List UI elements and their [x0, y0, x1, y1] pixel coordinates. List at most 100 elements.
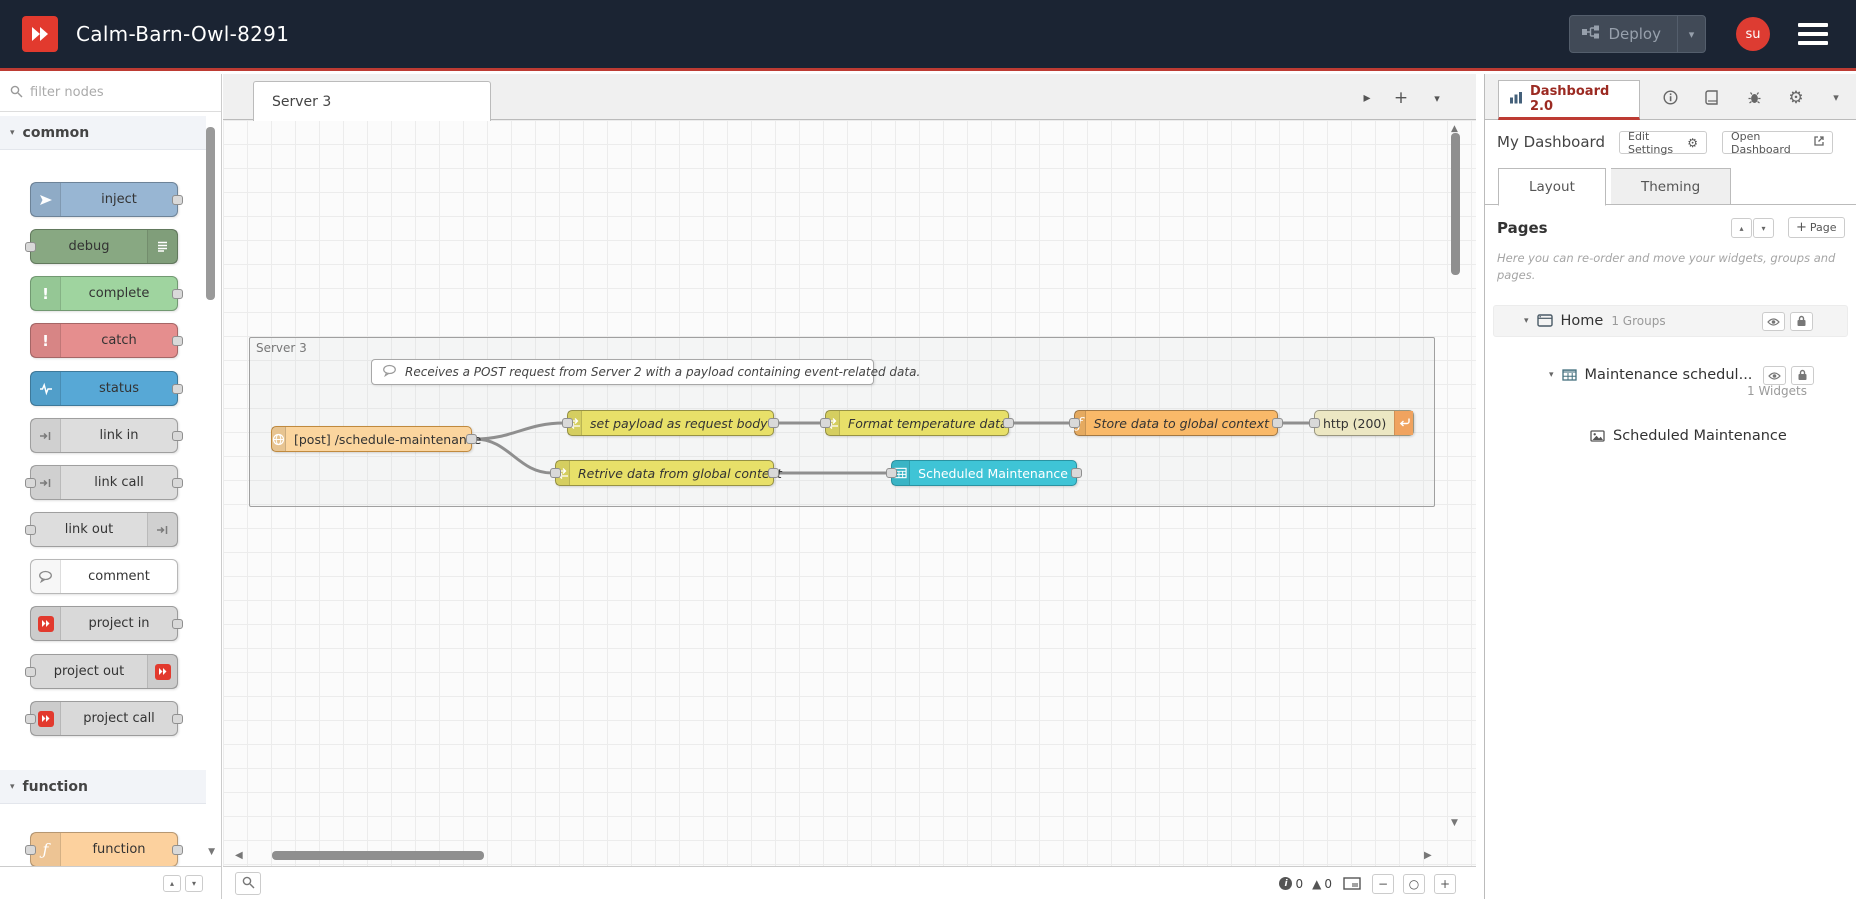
flow-node-change-set-payload[interactable]: set payload as request body — [562, 410, 779, 436]
deploy-button[interactable]: Deploy ▾ — [1569, 15, 1706, 53]
move-page-down-button[interactable]: ▾ — [1753, 218, 1774, 238]
scroll-down-icon[interactable]: ▼ — [1451, 818, 1458, 828]
tab-layout[interactable]: Layout — [1498, 168, 1606, 206]
config-gear-tab-button[interactable]: ⚙ — [1788, 87, 1804, 108]
flow-node-change-format-temperature[interactable]: Format temperature data. — [820, 410, 1014, 436]
palette-node-inject[interactable]: inject — [30, 182, 183, 217]
output-port[interactable] — [172, 618, 183, 629]
output-port[interactable] — [768, 418, 779, 428]
input-port[interactable] — [550, 468, 561, 478]
debug-bug-tab-button[interactable] — [1739, 84, 1769, 111]
flow-list-button[interactable]: ▾ — [1434, 91, 1440, 105]
chevron-down-icon[interactable]: ▾ — [1549, 370, 1554, 380]
palette-scrollbar-thumb[interactable] — [206, 127, 215, 300]
input-port[interactable] — [25, 713, 36, 724]
comment-node[interactable]: Receives a POST request from Server 2 wi… — [371, 359, 920, 385]
output-port[interactable] — [1071, 468, 1082, 478]
palette-node-complete[interactable]: ! complete — [30, 276, 183, 311]
open-dashboard-button[interactable]: Open Dashboard — [1722, 130, 1833, 156]
input-port[interactable] — [886, 468, 897, 478]
canvas-hscrollbar-thumb[interactable] — [272, 851, 484, 860]
tree-row-page-home[interactable]: ▾ Home 1 Groups — [1493, 305, 1848, 337]
deploy-options-caret[interactable]: ▾ — [1677, 16, 1705, 52]
tab-scroll-right-button[interactable]: ▸ — [1363, 90, 1371, 106]
output-port[interactable] — [172, 430, 183, 441]
zoom-reset-button[interactable]: ○ — [1403, 873, 1425, 894]
toggle-visibility-button[interactable] — [1763, 365, 1786, 385]
input-port[interactable] — [820, 418, 831, 428]
flow-node-ui-table[interactable]: Scheduled Maintenance — [886, 460, 1082, 486]
sidebar-splitter[interactable] — [1476, 74, 1484, 899]
input-port[interactable] — [562, 418, 573, 428]
palette-category-function[interactable]: ▾ function — [0, 770, 206, 804]
tree-row-group-maintenance[interactable]: ▾ Maintenance schedul... — [1493, 359, 1848, 391]
output-port[interactable] — [172, 844, 183, 855]
palette-node-project-in[interactable]: project in — [30, 606, 183, 641]
palette-collapse-up-button[interactable]: ▴ — [163, 875, 181, 892]
zoom-in-button[interactable]: + — [1434, 873, 1456, 894]
output-port[interactable] — [172, 194, 183, 205]
help-book-tab-button[interactable] — [1697, 84, 1727, 111]
tree-row-widget-scheduled-maintenance[interactable]: Scheduled Maintenance — [1493, 420, 1848, 452]
tab-dashboard-2[interactable]: Dashboard 2.0 — [1498, 80, 1640, 120]
palette-node-project-out[interactable]: project out — [25, 654, 178, 689]
tab-theming[interactable]: Theming — [1611, 168, 1732, 205]
input-port[interactable] — [25, 666, 36, 677]
palette-node-debug[interactable]: debug — [25, 229, 178, 264]
palette-node-link-call[interactable]: link call — [25, 465, 183, 500]
output-port[interactable] — [768, 468, 779, 478]
output-port[interactable] — [1003, 418, 1014, 428]
info-count[interactable]: i 0 — [1279, 877, 1303, 891]
palette-node-project-call[interactable]: project call — [25, 701, 183, 736]
scroll-left-icon[interactable]: ◀ — [235, 850, 243, 861]
zoom-out-button[interactable]: − — [1372, 873, 1394, 894]
palette-node-comment[interactable]: comment — [30, 559, 178, 594]
scroll-up-icon[interactable]: ▲ — [1451, 124, 1458, 134]
input-port[interactable] — [25, 477, 36, 488]
chevron-down-icon[interactable]: ▾ — [1524, 316, 1529, 326]
info-tab-button[interactable] — [1655, 84, 1685, 111]
canvas-vscrollbar-thumb[interactable] — [1451, 133, 1460, 275]
add-page-button[interactable]: + Page — [1788, 217, 1845, 238]
palette-collapse-down-button[interactable]: ▾ — [185, 875, 203, 892]
input-port[interactable] — [25, 524, 36, 535]
flow-canvas[interactable]: Server 3 Receives a POST request from Se… — [223, 120, 1476, 866]
edit-settings-button[interactable]: Edit Settings ⚙ — [1619, 130, 1707, 156]
flow-node-http-in[interactable]: [post] /schedule-maintenance — [271, 426, 481, 452]
palette-search-input[interactable] — [30, 85, 180, 100]
palette-category-common[interactable]: ▾ common — [0, 116, 206, 150]
output-port[interactable] — [1272, 418, 1283, 428]
output-port[interactable] — [172, 713, 183, 724]
palette-node-link-in[interactable]: link in — [30, 418, 183, 453]
sidebar-menu-caret[interactable]: ▾ — [1833, 91, 1839, 104]
palette-node-function[interactable]: ƒ function — [25, 832, 183, 867]
toggle-lock-button[interactable] — [1791, 365, 1814, 385]
canvas-search-button[interactable] — [235, 872, 261, 895]
input-port[interactable] — [25, 844, 36, 855]
output-port[interactable] — [172, 383, 183, 394]
input-port[interactable] — [25, 241, 36, 252]
add-flow-button[interactable]: + — [1388, 86, 1414, 110]
tab-server-3[interactable]: Server 3 — [253, 81, 491, 121]
palette-node-catch[interactable]: ! catch — [30, 323, 183, 358]
user-avatar[interactable]: su — [1736, 17, 1770, 51]
minimap-toggle-button[interactable] — [1341, 873, 1363, 894]
flow-node-change-retrieve-global[interactable]: Retrive data from global context — [550, 460, 782, 486]
toggle-lock-button[interactable] — [1790, 311, 1813, 331]
main-menu-button[interactable] — [1796, 21, 1830, 47]
input-port[interactable] — [1069, 418, 1080, 428]
output-port[interactable] — [172, 477, 183, 488]
palette-search[interactable] — [0, 74, 221, 112]
move-page-up-button[interactable]: ▴ — [1731, 218, 1752, 238]
toggle-visibility-button[interactable] — [1762, 311, 1785, 331]
warning-count[interactable]: ▲ 0 — [1312, 876, 1332, 891]
output-port[interactable] — [172, 288, 183, 299]
scroll-right-icon[interactable]: ▶ — [1424, 850, 1432, 861]
flow-node-function-store-global[interactable]: ƒ Store data to global context — [1069, 410, 1283, 436]
palette-node-link-out[interactable]: link out — [25, 512, 178, 547]
output-port[interactable] — [466, 434, 477, 444]
scroll-down-icon[interactable]: ▼ — [208, 847, 215, 857]
palette-node-status[interactable]: status — [30, 371, 183, 406]
input-port[interactable] — [1309, 418, 1320, 428]
flow-node-http-response[interactable]: http (200) — [1309, 410, 1414, 436]
